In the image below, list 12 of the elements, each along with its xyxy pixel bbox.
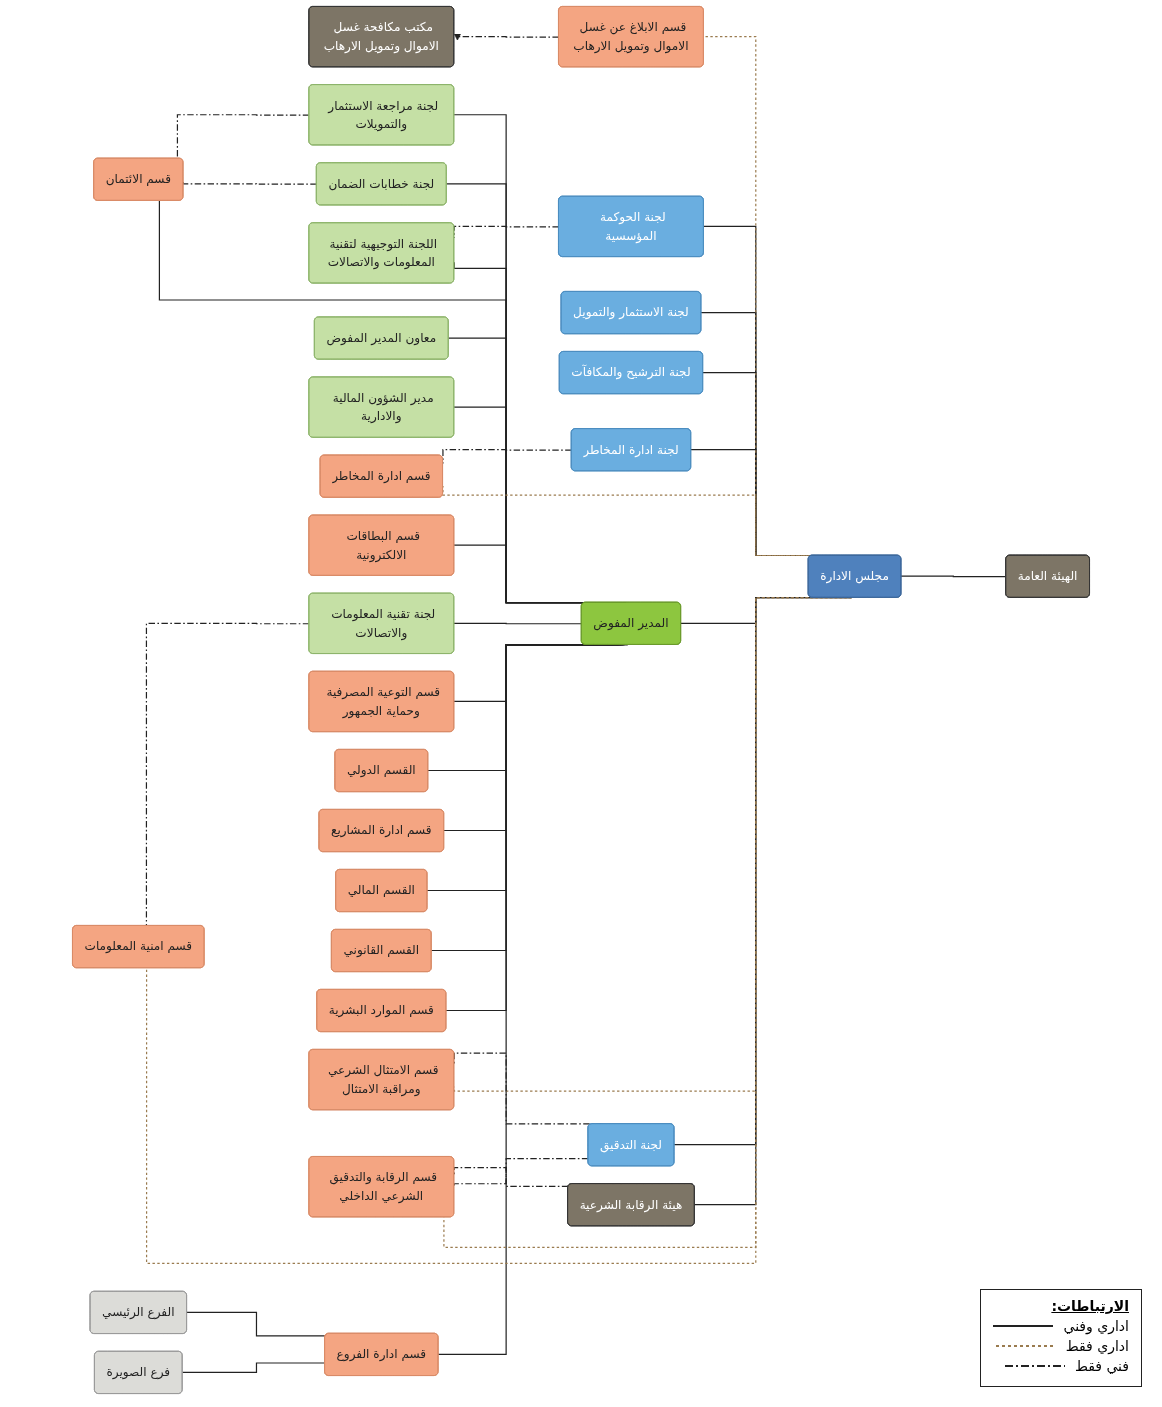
connector [182, 1362, 326, 1374]
connector [453, 622, 583, 625]
connector [453, 1157, 589, 1186]
legend-label: فني فقط [1074, 1358, 1129, 1374]
legend-label: اداري وفني [1063, 1318, 1129, 1334]
legend-heading: الارتباطات: [1050, 1298, 1129, 1314]
legend-label: اداري فقط [1065, 1338, 1129, 1354]
arrow [453, 33, 560, 41]
connector [900, 575, 1007, 578]
connector [186, 1311, 326, 1337]
connector [453, 1167, 569, 1187]
connector [182, 180, 318, 185]
